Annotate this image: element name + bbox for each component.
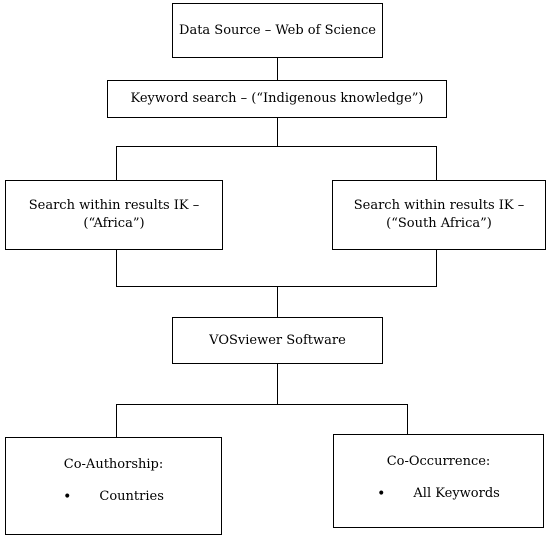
- co-occurrence-bullet-text: All Keywords: [413, 486, 500, 501]
- connector-keyword-down: [277, 118, 278, 146]
- search-south-africa-box: Search within results IK – (“South Afric…: [332, 180, 546, 250]
- connector-split-bottom: [116, 404, 408, 405]
- co-authorship-title: Co-Authorship:: [63, 457, 164, 472]
- co-authorship-bullet-text: Countries: [99, 489, 164, 504]
- connector-merge: [116, 286, 437, 287]
- connector-source-to-keyword: [277, 58, 278, 80]
- co-occurrence-box: Co-Occurrence: • All Keywords: [333, 434, 544, 528]
- search-africa-line1: Search within results IK –: [28, 198, 200, 213]
- connector-split-right-down: [436, 146, 437, 180]
- search-south-africa-line1: Search within results IK –: [353, 198, 525, 213]
- vosviewer-label: VOSviewer Software: [209, 332, 346, 348]
- connector-left-search-down: [116, 250, 117, 286]
- co-authorship-box: Co-Authorship: • Countries: [5, 437, 222, 535]
- search-south-africa-line2: (“South Africa”): [386, 216, 492, 231]
- data-source-label: Data Source – Web of Science: [179, 22, 376, 38]
- co-authorship-bullet-item: • Countries: [63, 488, 164, 506]
- connector-vosviewer-down: [277, 364, 278, 404]
- keyword-search-label: Keyword search – (“Indigenous knowledge”…: [130, 91, 424, 106]
- connector-split-bottom-right: [407, 404, 408, 434]
- connector-split-bottom-left: [116, 404, 117, 437]
- bullet-icon: •: [63, 489, 72, 505]
- data-source-box: Data Source – Web of Science: [172, 3, 383, 58]
- connector-split-left-down: [116, 146, 117, 180]
- co-occurrence-title: Co-Occurrence:: [386, 454, 491, 469]
- connector-merge-to-vosviewer: [277, 286, 278, 317]
- connector-right-search-down: [436, 250, 437, 286]
- co-occurrence-bullet-item: • All Keywords: [377, 485, 500, 503]
- bullet-icon: •: [377, 486, 386, 502]
- keyword-search-box: Keyword search – (“Indigenous knowledge”…: [107, 80, 447, 118]
- connector-split-top: [116, 146, 437, 147]
- vosviewer-box: VOSviewer Software: [172, 317, 383, 364]
- search-africa-line2: (“Africa”): [83, 216, 145, 231]
- search-africa-box: Search within results IK – (“Africa”): [5, 180, 223, 250]
